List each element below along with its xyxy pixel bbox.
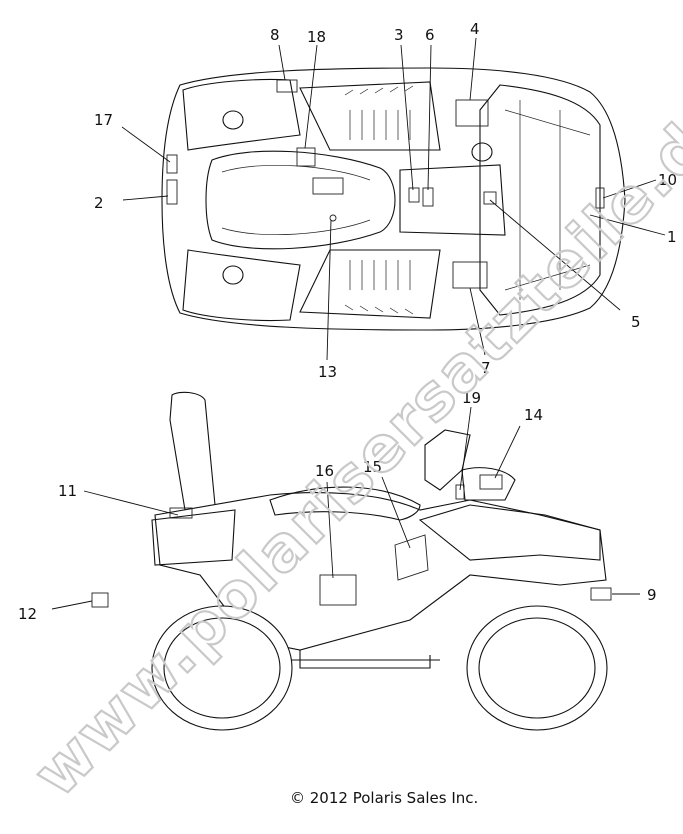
callout-2: 2 [94,194,104,212]
callout-1: 1 [667,228,677,246]
callout-numbers: 1 2 3 4 5 6 7 8 9 10 11 12 13 14 15 16 1… [18,20,677,623]
callout-9: 9 [647,586,657,604]
callout-12: 12 [18,605,37,623]
callout-15: 15 [363,458,382,476]
callout-13: 13 [318,363,337,381]
atv-side-view [91,391,612,731]
callout-5: 5 [631,313,641,331]
callout-14: 14 [524,406,543,424]
callout-17: 17 [94,111,113,129]
callout-7: 7 [481,359,491,377]
callout-16: 16 [315,462,334,480]
callout-10: 10 [658,171,677,189]
callout-3: 3 [394,26,404,44]
callout-18: 18 [307,28,326,46]
leader-lines [51,37,666,610]
callout-8: 8 [270,26,280,44]
callout-4: 4 [470,20,480,38]
callout-11: 11 [58,482,77,500]
copyright-notice: © 2012 Polaris Sales Inc. [290,789,479,807]
atv-top-view [161,67,626,331]
callout-6: 6 [425,26,435,44]
callout-19: 19 [462,389,481,407]
